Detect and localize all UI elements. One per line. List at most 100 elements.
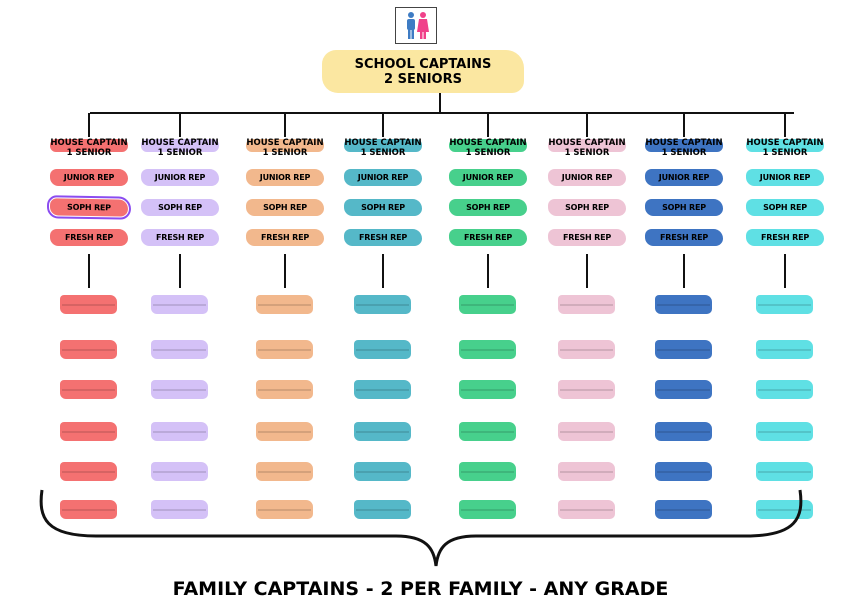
junior-rep-box[interactable]: JUNIOR REP	[246, 169, 324, 186]
fresh-rep-box[interactable]: FRESH REP	[141, 229, 219, 246]
soph-rep-label: SOPH REP	[67, 202, 111, 213]
fresh-rep-label: FRESH REP	[358, 233, 408, 242]
junior-rep-label: JUNIOR REP	[259, 173, 311, 182]
family-captain-slot[interactable]	[256, 340, 313, 359]
family-captain-slot[interactable]	[60, 422, 117, 441]
family-captain-slot[interactable]	[256, 380, 313, 399]
family-captain-slot[interactable]	[354, 380, 411, 399]
family-captain-slot[interactable]	[151, 340, 208, 359]
connector-line	[88, 113, 90, 137]
family-captain-slot[interactable]	[558, 295, 615, 314]
family-captain-slot[interactable]	[151, 380, 208, 399]
connector-line	[586, 113, 588, 137]
family-captain-slot[interactable]	[655, 340, 712, 359]
soph-rep-label: SOPH REP	[763, 203, 807, 212]
family-captain-slot[interactable]	[558, 500, 615, 519]
connector-line	[439, 93, 441, 113]
connector-line	[784, 254, 786, 288]
family-captain-slot[interactable]	[459, 340, 516, 359]
family-captain-slot[interactable]	[459, 380, 516, 399]
soph-rep-box[interactable]: SOPH REP	[344, 199, 422, 216]
family-captain-slot[interactable]	[655, 422, 712, 441]
soph-rep-box[interactable]: SOPH REP	[46, 195, 132, 220]
family-captain-slot[interactable]	[756, 380, 813, 399]
family-captain-slot[interactable]	[151, 422, 208, 441]
family-captain-slot[interactable]	[558, 340, 615, 359]
family-captain-slot[interactable]	[354, 295, 411, 314]
family-captain-slot[interactable]	[151, 295, 208, 314]
house-captain-highlight	[449, 139, 527, 152]
family-captain-slot[interactable]	[655, 380, 712, 399]
family-captain-slot[interactable]	[60, 462, 117, 481]
fresh-rep-box[interactable]: FRESH REP	[548, 229, 626, 246]
soph-rep-box[interactable]: SOPH REP	[449, 199, 527, 216]
family-captain-slot[interactable]	[354, 500, 411, 519]
family-captain-slot[interactable]	[756, 340, 813, 359]
family-captain-slot[interactable]	[459, 295, 516, 314]
junior-rep-box[interactable]: JUNIOR REP	[449, 169, 527, 186]
soph-rep-box[interactable]: SOPH REP	[246, 199, 324, 216]
school-captains-title: SCHOOL CAPTAINS	[354, 56, 492, 72]
connector-line	[683, 113, 685, 137]
family-captain-slot[interactable]	[655, 500, 712, 519]
junior-rep-box[interactable]: JUNIOR REP	[548, 169, 626, 186]
family-captain-slot[interactable]	[459, 462, 516, 481]
family-captain-slot[interactable]	[558, 422, 615, 441]
family-captain-slot[interactable]	[354, 340, 411, 359]
junior-rep-label: JUNIOR REP	[462, 173, 514, 182]
family-captain-slot[interactable]	[756, 422, 813, 441]
fresh-rep-box[interactable]: FRESH REP	[246, 229, 324, 246]
family-captain-slot[interactable]	[558, 380, 615, 399]
family-captain-slot[interactable]	[256, 295, 313, 314]
junior-rep-box[interactable]: JUNIOR REP	[645, 169, 723, 186]
soph-rep-label: SOPH REP	[662, 203, 706, 212]
fresh-rep-label: FRESH REP	[659, 233, 709, 242]
fresh-rep-box[interactable]: FRESH REP	[645, 229, 723, 246]
soph-rep-box[interactable]: SOPH REP	[645, 199, 723, 216]
family-captain-slot[interactable]	[459, 500, 516, 519]
family-captain-slot[interactable]	[756, 462, 813, 481]
family-captain-slot[interactable]	[354, 422, 411, 441]
soph-rep-label: SOPH REP	[466, 203, 510, 212]
fresh-rep-box[interactable]: FRESH REP	[50, 229, 128, 246]
family-captain-slot[interactable]	[60, 340, 117, 359]
soph-rep-label: SOPH REP	[361, 203, 405, 212]
family-captain-slot[interactable]	[558, 462, 615, 481]
fresh-rep-label: FRESH REP	[155, 233, 205, 242]
junior-rep-box[interactable]: JUNIOR REP	[344, 169, 422, 186]
family-captain-slot[interactable]	[256, 500, 313, 519]
soph-rep-box[interactable]: SOPH REP	[548, 199, 626, 216]
fresh-rep-box[interactable]: FRESH REP	[344, 229, 422, 246]
family-captain-slot[interactable]	[256, 462, 313, 481]
junior-rep-box[interactable]: JUNIOR REP	[746, 169, 824, 186]
family-captain-slot[interactable]	[655, 295, 712, 314]
family-captain-slot[interactable]	[151, 462, 208, 481]
family-captain-slot[interactable]	[60, 500, 117, 519]
soph-rep-box[interactable]: SOPH REP	[141, 199, 219, 216]
junior-rep-box[interactable]: JUNIOR REP	[141, 169, 219, 186]
fresh-rep-box[interactable]: FRESH REP	[746, 229, 824, 246]
family-captain-slot[interactable]	[756, 295, 813, 314]
family-captain-slot[interactable]	[60, 295, 117, 314]
family-captain-slot[interactable]	[60, 380, 117, 399]
family-captain-slot[interactable]	[354, 462, 411, 481]
fresh-rep-box[interactable]: FRESH REP	[449, 229, 527, 246]
house-captain-highlight	[344, 139, 422, 152]
soph-rep-box[interactable]: SOPH REP	[746, 199, 824, 216]
house-captain-sub: 1 SENIOR	[465, 148, 511, 158]
family-captain-slot[interactable]	[459, 422, 516, 441]
family-captain-slot[interactable]	[256, 422, 313, 441]
fresh-rep-label: FRESH REP	[260, 233, 310, 242]
family-captain-slot[interactable]	[655, 462, 712, 481]
junior-rep-box[interactable]: JUNIOR REP	[50, 169, 128, 186]
family-captain-slot[interactable]	[151, 500, 208, 519]
house-captain-title: HOUSE CAPTAIN	[449, 138, 527, 148]
